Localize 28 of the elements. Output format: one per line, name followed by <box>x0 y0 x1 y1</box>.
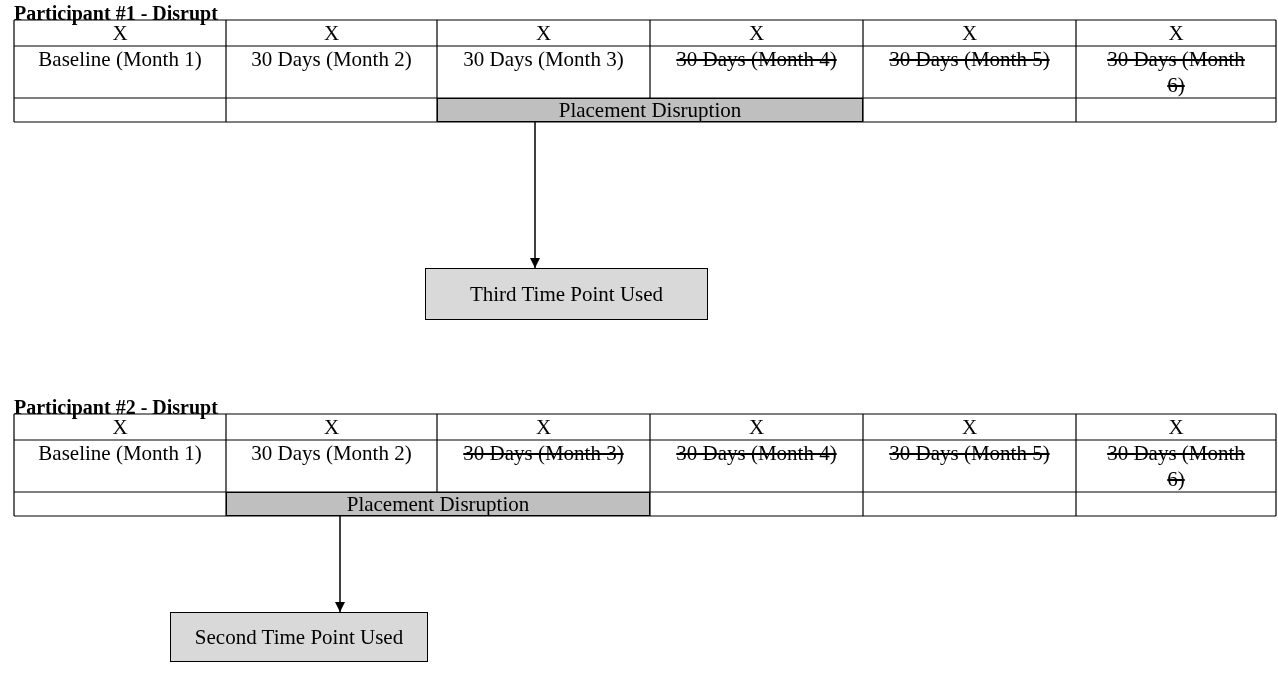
time-point-text: Baseline (Month 1) <box>37 440 203 466</box>
struck-time-point-text: 30 Days (Month 6) <box>1106 440 1246 492</box>
mark-cell-text: X <box>322 20 341 46</box>
time-point-text: Baseline (Month 1) <box>37 46 203 72</box>
disruption-cell: Placement Disruption <box>437 98 863 122</box>
struck-time-point-text: 30 Days (Month 4) <box>675 46 838 72</box>
mark-cell-text: X <box>534 414 553 440</box>
struck-time-point-text: 30 Days (Month 3) <box>462 440 625 466</box>
mark-cell-text: X <box>322 414 341 440</box>
result-box: Second Time Point Used <box>170 612 428 662</box>
time-point-text: 30 Days (Month 3) <box>462 46 625 72</box>
time-point-text: 30 Days (Month 2) <box>250 440 413 466</box>
mark-cell-text: X <box>747 20 766 46</box>
result-box: Third Time Point Used <box>425 268 708 320</box>
struck-time-point-text: 30 Days (Month 6) <box>1106 46 1246 98</box>
arrow <box>335 515 345 613</box>
mark-cell-text: X <box>1167 414 1185 440</box>
mark-cell-text: X <box>747 414 766 440</box>
struck-time-point-text: 30 Days (Month 4) <box>675 440 838 466</box>
disruption-cell: Placement Disruption <box>226 492 650 516</box>
struck-time-point-text: 30 Days (Month 5) <box>888 440 1051 466</box>
time-point-text: 30 Days (Month 2) <box>250 46 413 72</box>
mark-cell-text: X <box>534 20 553 46</box>
mark-cell-text: X <box>1167 20 1185 46</box>
arrow <box>530 121 540 269</box>
mark-cell-text: X <box>960 414 979 440</box>
struck-time-point-text: 30 Days (Month 5) <box>888 46 1051 72</box>
mark-cell-text: X <box>960 20 979 46</box>
